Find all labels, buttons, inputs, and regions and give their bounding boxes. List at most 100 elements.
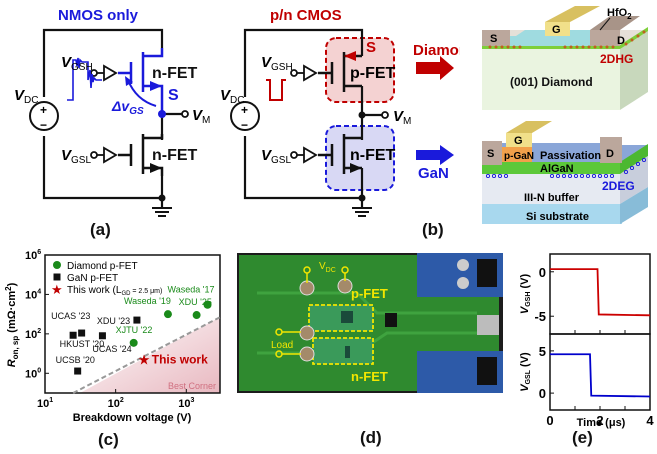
gan-arrow-icon bbox=[440, 145, 454, 165]
bottom-connector bbox=[477, 357, 497, 385]
buffer-label: III-N buffer bbox=[524, 192, 580, 204]
e-subplot-frame bbox=[549, 253, 651, 335]
e-y-tick-label: 5 bbox=[539, 344, 546, 359]
capacitor bbox=[457, 259, 469, 271]
b-nfet-symbol bbox=[318, 134, 362, 174]
gan-pfet-point bbox=[74, 367, 82, 375]
best-corner-region bbox=[80, 317, 220, 393]
b-vm-terminal bbox=[381, 111, 389, 119]
plot-frame bbox=[44, 254, 221, 394]
legend-entry: This work (LGD = 2.5 μm) bbox=[67, 285, 162, 297]
panel-a-wires bbox=[42, 28, 182, 208]
high-fet-label: n-FET bbox=[152, 65, 198, 82]
low-fet-label: n-FET bbox=[152, 147, 198, 164]
trend-line bbox=[72, 316, 221, 394]
gate-driver-ic bbox=[385, 313, 397, 327]
capacitor-2 bbox=[457, 277, 469, 289]
c-x-tick-label: 103 bbox=[178, 397, 194, 410]
diamond-arrow-shaft bbox=[416, 62, 440, 74]
pfet-arrow-icon bbox=[344, 51, 356, 61]
algan-layer bbox=[482, 162, 622, 174]
e-y-tick-label: -5 bbox=[534, 309, 546, 324]
point-label: XJTU '22 bbox=[116, 325, 153, 335]
diamond-device-3d: S G D HfO2 2DHG (001) Diamond bbox=[482, 6, 648, 110]
minus-sign: − bbox=[40, 118, 47, 132]
pointer-lines bbox=[275, 266, 349, 358]
panel-d-label: (d) bbox=[360, 428, 382, 447]
diamond-substrate-label: (001) Diamond bbox=[510, 75, 593, 89]
usb-connector bbox=[477, 315, 499, 335]
e-y-axis-label: VGSL (V) bbox=[519, 352, 532, 392]
pfet-label: p-FET bbox=[350, 65, 396, 82]
gan-s-label: S bbox=[487, 148, 494, 160]
vm-terminal bbox=[181, 110, 189, 118]
nfet-chip bbox=[345, 346, 350, 358]
ground-node bbox=[158, 194, 166, 202]
b-vgsl-label: VGSL bbox=[261, 147, 291, 166]
c-x-axis-label: Breakdown voltage (V) bbox=[73, 412, 192, 424]
legend-star-icon: ★ bbox=[51, 282, 63, 297]
pcb-pfet-label: p-FET bbox=[351, 286, 388, 301]
hfo2-front bbox=[510, 36, 590, 46]
vdc-source-icon bbox=[29, 101, 59, 131]
gan-drain-contact bbox=[600, 137, 622, 163]
e-x-axis-label: Time (μs) bbox=[577, 417, 626, 429]
gate-pulse-waveform bbox=[266, 79, 286, 101]
terminal-posts bbox=[299, 278, 353, 362]
gan-g-label: G bbox=[514, 135, 523, 147]
si-substrate-layer bbox=[482, 204, 622, 224]
e-x-tick-label: 2 bbox=[596, 413, 603, 428]
panel-b-circuit: p/n CMOS + − VDC VGSH VGSL VM p-F bbox=[220, 7, 460, 217]
plus-sign: + bbox=[40, 103, 47, 117]
diamond-gate-top bbox=[545, 6, 600, 22]
point-label: Waseda '17 bbox=[168, 285, 215, 295]
waveform-trace bbox=[550, 268, 651, 317]
b-source-label: S bbox=[366, 39, 376, 56]
diamond-side-face bbox=[620, 30, 648, 110]
e-y-axis-label: VGSH (V) bbox=[519, 274, 532, 315]
gan-arrow-shaft bbox=[416, 150, 440, 160]
b-vgsh-label: VGSH bbox=[261, 54, 293, 73]
pcb-load-label: Load bbox=[271, 340, 293, 351]
e-traces bbox=[550, 268, 651, 398]
b-vdc-source-icon bbox=[230, 101, 260, 131]
this-work-star-icon: ★ bbox=[138, 352, 151, 368]
source-label: S bbox=[168, 87, 179, 104]
legend-entry: GaN p-FET bbox=[67, 273, 118, 284]
panel-a-circuit: NMOS only + − bbox=[14, 7, 210, 217]
gan-gate-contact bbox=[506, 133, 532, 147]
gan-arrow-label: GaN bbox=[418, 165, 449, 182]
si-side bbox=[620, 187, 648, 224]
algan-label: AlGaN bbox=[540, 163, 574, 175]
c-x-tick-label: 101 bbox=[37, 397, 53, 410]
diamond-2dhg-layer bbox=[482, 45, 620, 49]
coupling-arrowhead-icon bbox=[125, 76, 133, 86]
nfet-module-box bbox=[312, 337, 374, 365]
b-ground-icon bbox=[352, 207, 372, 217]
best-corner-label: Best Corner bbox=[168, 381, 216, 391]
c-x-tick-label: 102 bbox=[108, 397, 124, 410]
panel-e-label: (e) bbox=[572, 428, 593, 447]
e-subplot-frame bbox=[549, 333, 651, 411]
high-nfet-arrow-icon bbox=[150, 81, 162, 91]
hole-charges bbox=[488, 30, 646, 49]
panel-c-label: (c) bbox=[98, 430, 119, 449]
point-label: UCAS '23 bbox=[51, 311, 90, 321]
legend-circle-icon bbox=[53, 261, 61, 269]
midpoint-node bbox=[158, 110, 166, 118]
e-x-tick-label: 4 bbox=[646, 413, 654, 428]
legend-entry: Diamond p-FET bbox=[67, 261, 138, 272]
waveform-trace bbox=[550, 353, 651, 398]
e-y-tick-label: 0 bbox=[539, 386, 546, 401]
diamond-pfet-point bbox=[129, 338, 138, 347]
diamond-pfet-point bbox=[203, 300, 212, 309]
buffer-side bbox=[620, 156, 648, 204]
2deg-label: 2DEG bbox=[602, 179, 635, 193]
2dhg-label: 2DHG bbox=[600, 52, 633, 66]
gan-pfet-point bbox=[98, 332, 106, 340]
point-label: This work bbox=[152, 353, 208, 367]
b-vm-label: VM bbox=[393, 108, 411, 127]
b-plus-sign: + bbox=[241, 103, 248, 117]
gan-source-contact bbox=[482, 141, 502, 165]
